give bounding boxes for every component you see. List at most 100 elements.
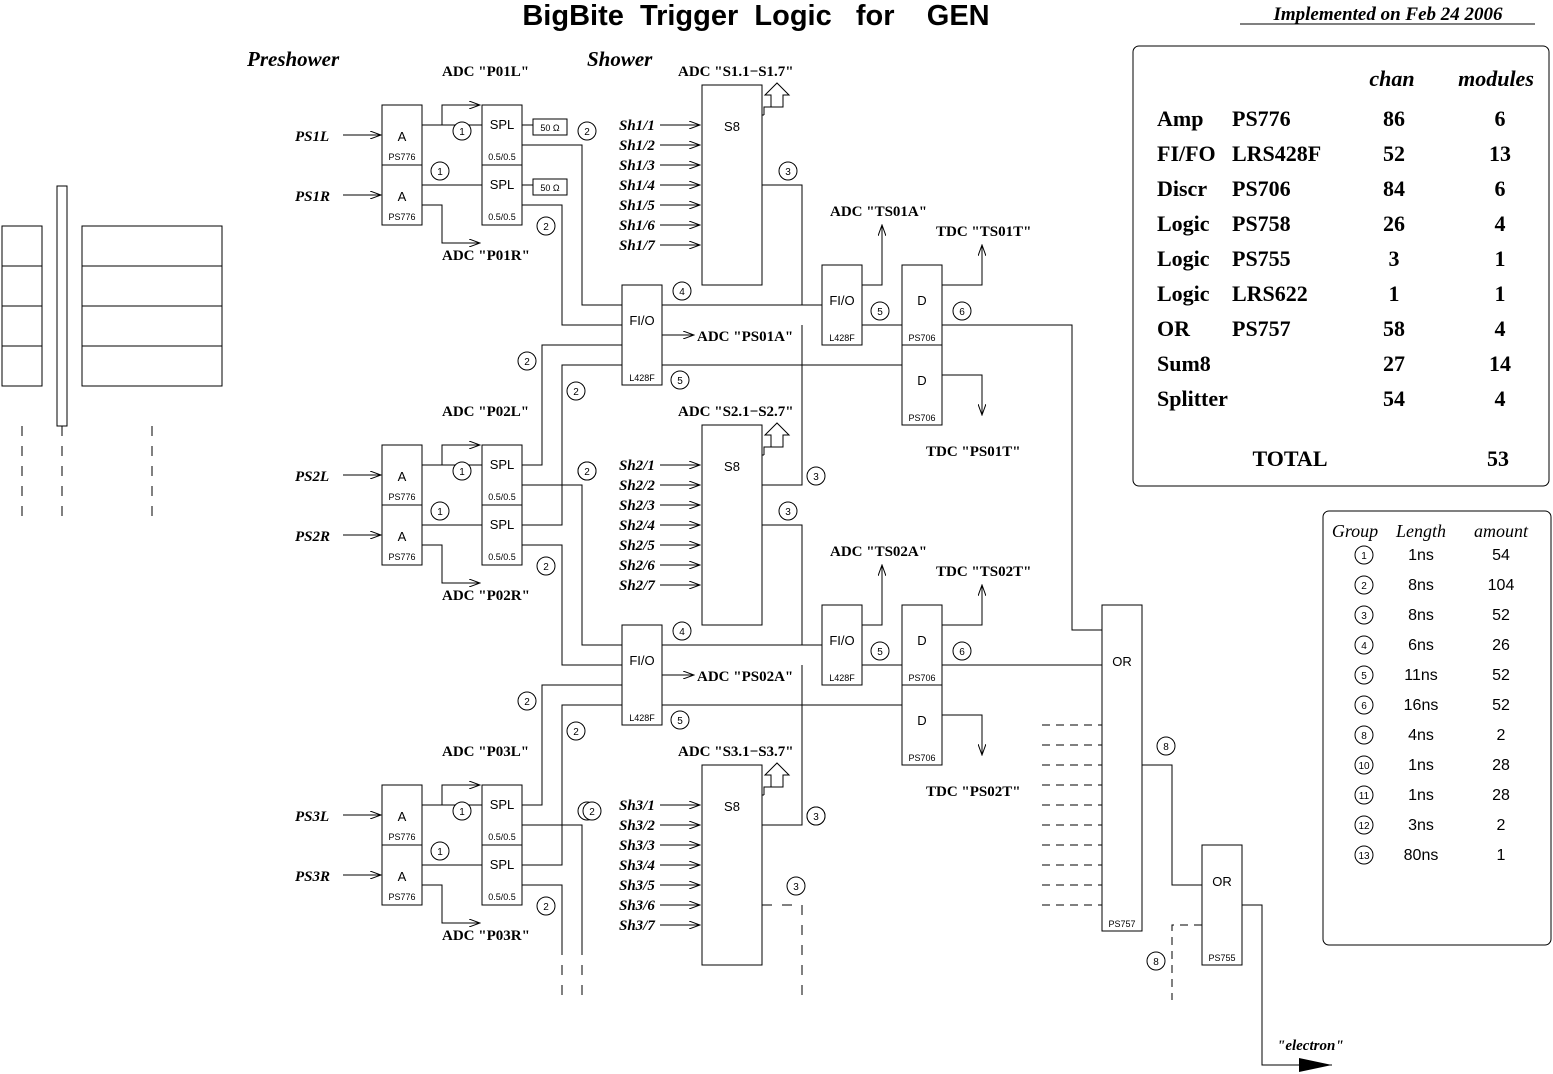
delay-group-label: 2 (573, 727, 579, 738)
group-number: 10 (1358, 761, 1370, 772)
shower-input-label: Sh2/6 (619, 558, 655, 574)
splitter-module (481, 504, 523, 566)
adc-output-wire (862, 565, 882, 626)
or-label: OR (1212, 874, 1232, 889)
fifo-type: L428F (829, 333, 855, 343)
shower-input-label: Sh1/3 (619, 158, 655, 174)
summary-total-label: TOTAL (1253, 446, 1328, 471)
splitter-ratio: 0.5/0.5 (488, 492, 516, 502)
shower-heading: Shower (587, 47, 653, 71)
shower-input-label: Sh1/5 (619, 198, 655, 214)
sum8-module (701, 84, 763, 286)
preshower-input-label: PS1R (295, 189, 330, 205)
summary-modules: 1 (1495, 246, 1506, 271)
group-amount: 52 (1492, 697, 1510, 714)
or-module-ps755 (1201, 844, 1243, 966)
delay-group-label: 2 (524, 357, 530, 368)
group-amount: 2 (1497, 727, 1506, 744)
shower-input-label: Sh2/1 (619, 458, 655, 474)
terminator-label: 50 Ω (540, 183, 560, 193)
delay-group-circle (952, 301, 972, 321)
amplifier-module (381, 784, 423, 846)
delay-group-circle (577, 461, 597, 481)
preshower-input-label: PS2R (295, 529, 330, 545)
amplifier-label: A (398, 189, 407, 204)
preshower-input-label: PS1L (295, 129, 329, 145)
group-length: 1ns (1408, 547, 1434, 564)
discriminator-label: D (917, 293, 926, 308)
sum-to-ts-wire (762, 685, 803, 826)
summary-module-type: Amp (1157, 106, 1203, 131)
group-amount: 52 (1492, 667, 1510, 684)
shower-input-label: Sh1/7 (619, 238, 655, 254)
delay-group-label: 1 (437, 507, 443, 518)
splitter-to-fifo-wire (522, 484, 622, 646)
amplifier-module (381, 164, 423, 226)
amplifier-label: A (398, 809, 407, 824)
splitter-label: SPL (490, 457, 515, 472)
group-length: 8ns (1408, 607, 1434, 624)
summary-module-model: PS776 (1232, 106, 1291, 131)
group-amount: 28 (1492, 757, 1510, 774)
delay-group-label: 5 (877, 307, 883, 318)
shower-input-label: Sh1/6 (619, 218, 655, 234)
delay-group-circle (786, 876, 806, 896)
discriminator-label: D (917, 713, 926, 728)
amplifier-type: PS776 (388, 892, 415, 902)
adc-output-label: ADC "P03R" (442, 928, 530, 944)
fifo-adc-label: ADC "PS02A" (697, 669, 793, 685)
fifo-label: FI/O (829, 293, 854, 308)
summary-total-value: 53 (1487, 446, 1509, 471)
amplifier-label: A (398, 469, 407, 484)
shower-input-label: Sh2/5 (619, 538, 655, 554)
delay-group-label: 2 (584, 467, 590, 478)
implemented-date: Implemented on Feb 24 2006 (1272, 4, 1503, 25)
sum-adc-label: ADC "S2.1−S2.7" (678, 404, 794, 420)
delay-group-label: 2 (543, 902, 549, 913)
shower-input-label: Sh2/4 (619, 518, 655, 534)
summary-chan: 84 (1383, 176, 1405, 201)
delay-group-label: 3 (813, 812, 819, 823)
discriminator-label: D (917, 633, 926, 648)
delay-group-label: 2 (589, 807, 595, 818)
shower-input-label: Sh1/2 (619, 138, 655, 154)
ps-tdc-label: TDC "PS02T" (926, 784, 1021, 800)
terminator-label: 50 Ω (540, 123, 560, 133)
delay-group-label: 2 (573, 387, 579, 398)
group-header-group: Group (1332, 521, 1378, 541)
summary-module-type: Logic (1157, 281, 1210, 306)
delay-group-circle (536, 896, 556, 916)
delay-group-circle (806, 466, 826, 486)
group-length: 16ns (1404, 697, 1439, 714)
group-table-frame (1322, 510, 1552, 946)
delay-group-label: 3 (785, 507, 791, 518)
delay-group-circle (430, 841, 450, 861)
delay-group-circle (536, 556, 556, 576)
delay-group-label: 8 (1163, 742, 1169, 753)
adc-output-wire (422, 785, 480, 806)
summary-chan: 52 (1383, 141, 1405, 166)
delay-group-circle (566, 381, 586, 401)
splitter-label: SPL (490, 177, 515, 192)
group-amount: 54 (1492, 547, 1510, 564)
group-number: 5 (1361, 671, 1367, 682)
adc-output-wire (862, 225, 882, 286)
delay-group-circle (452, 461, 472, 481)
group-length: 4ns (1408, 727, 1434, 744)
fifo-module (621, 624, 663, 726)
amplifier-type: PS776 (388, 492, 415, 502)
delay-group-circle (1146, 951, 1166, 971)
preshower-input-label: PS3R (295, 869, 330, 885)
splitter-to-fifo-wire (522, 364, 622, 526)
amplifier-module (381, 844, 423, 906)
group-circle (1354, 845, 1374, 865)
sum-adc-label: ADC "S1.1−S1.7" (678, 64, 794, 80)
fifo-type: L428F (829, 673, 855, 683)
detector-sketch (1, 185, 223, 526)
adc-output-wire (422, 445, 480, 466)
fifo-module (821, 264, 863, 346)
sum8-module (701, 424, 763, 626)
group-circle (1354, 725, 1374, 745)
delay-group-label: 4 (679, 287, 685, 298)
shower-input-label: Sh3/2 (619, 818, 655, 834)
